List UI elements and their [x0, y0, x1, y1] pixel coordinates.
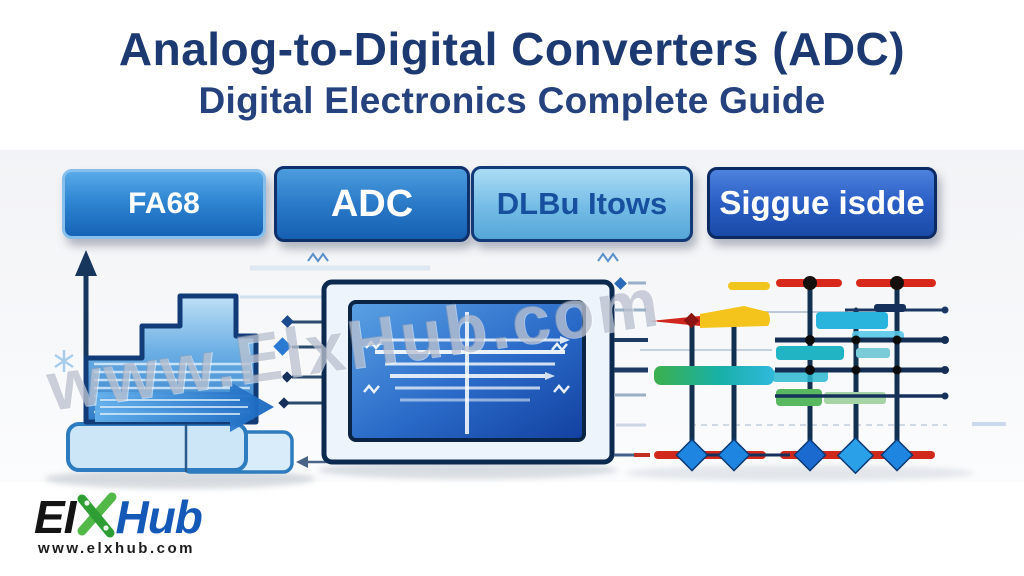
logo-x-icon: [74, 491, 118, 544]
squiggle-glyphs: [307, 252, 619, 263]
logo-ei-text: EI: [34, 491, 76, 543]
adc-monitor-icon: [318, 279, 618, 479]
logo-website-url: www.elxhub.com: [38, 540, 195, 557]
page-subtitle: Digital Electronics Complete Guide: [198, 80, 826, 121]
nav-button-fa68[interactable]: FA68: [62, 169, 266, 239]
nav-button-adc[interactable]: ADC: [274, 166, 470, 242]
page-title: Analog-to-Digital Converters (ADC): [118, 23, 906, 75]
elxhub-logo: EI Hub: [34, 490, 203, 544]
connector-diamond-icons: [273, 315, 308, 468]
nav-button-siggue-isdde[interactable]: Siggue isdde: [707, 167, 937, 239]
digital-output-chart-icon: [625, 276, 1006, 481]
monitor-output-ticks: [614, 277, 648, 457]
nav-button-dlbu-itows[interactable]: DLBu Itows: [471, 166, 693, 242]
snowflake-glyph: [54, 350, 74, 372]
logo-hub-text: Hub: [115, 491, 202, 543]
staircase-signal-icon: [45, 250, 430, 489]
